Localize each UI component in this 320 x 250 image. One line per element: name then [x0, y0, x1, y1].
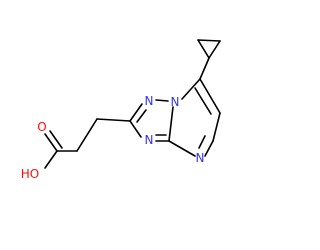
atom-label-o-hydroxyl: HO — [21, 167, 39, 181]
bond-n8-c7 — [181, 78, 201, 100]
bond-lines — [44, 39, 221, 169]
bond-carboxyl-oh — [44, 150, 58, 169]
bond-n4-c3a — [168, 140, 196, 157]
atom-label-n8: N — [171, 95, 180, 109]
bond-n1-c2 — [129, 103, 143, 122]
bond-cyclopropyl-3 — [208, 40, 221, 59]
bond-c3a-n8 — [168, 106, 174, 142]
bond-n1-c2-double — [136, 109, 147, 123]
bond-c2-n3 — [129, 120, 142, 138]
bond-c6-c5 — [212, 112, 221, 142]
bond-n8-n1 — [155, 99, 169, 102]
bond-carboxyl-o-double-2 — [49, 130, 63, 149]
bond-cyclopropyl-2 — [197, 39, 210, 59]
canvas-background — [0, 0, 250, 250]
bond-carboxyl-o-double-1 — [44, 133, 58, 152]
bond-cyclopropyl-to-ring — [199, 57, 210, 80]
bond-c2-ch2a — [96, 118, 131, 122]
bond-c5-n4-double — [198, 135, 206, 149]
bond-cyclopropyl-1 — [197, 39, 221, 42]
atom-label-n1: N — [145, 94, 154, 108]
atom-labels: N N N N O HO — [21, 94, 205, 181]
atom-label-n4: N — [196, 151, 205, 165]
chemical-structure-diagram: N N N N O HO — [0, 0, 250, 250]
bond-ch2a-ch2b — [76, 118, 98, 152]
atom-label-o-carbonyl: O — [37, 120, 46, 134]
bond-c7-c6 — [199, 78, 221, 114]
bond-c7-c6-double — [194, 87, 212, 115]
bond-c5-n4 — [204, 140, 214, 157]
atom-label-n3: N — [145, 133, 154, 147]
